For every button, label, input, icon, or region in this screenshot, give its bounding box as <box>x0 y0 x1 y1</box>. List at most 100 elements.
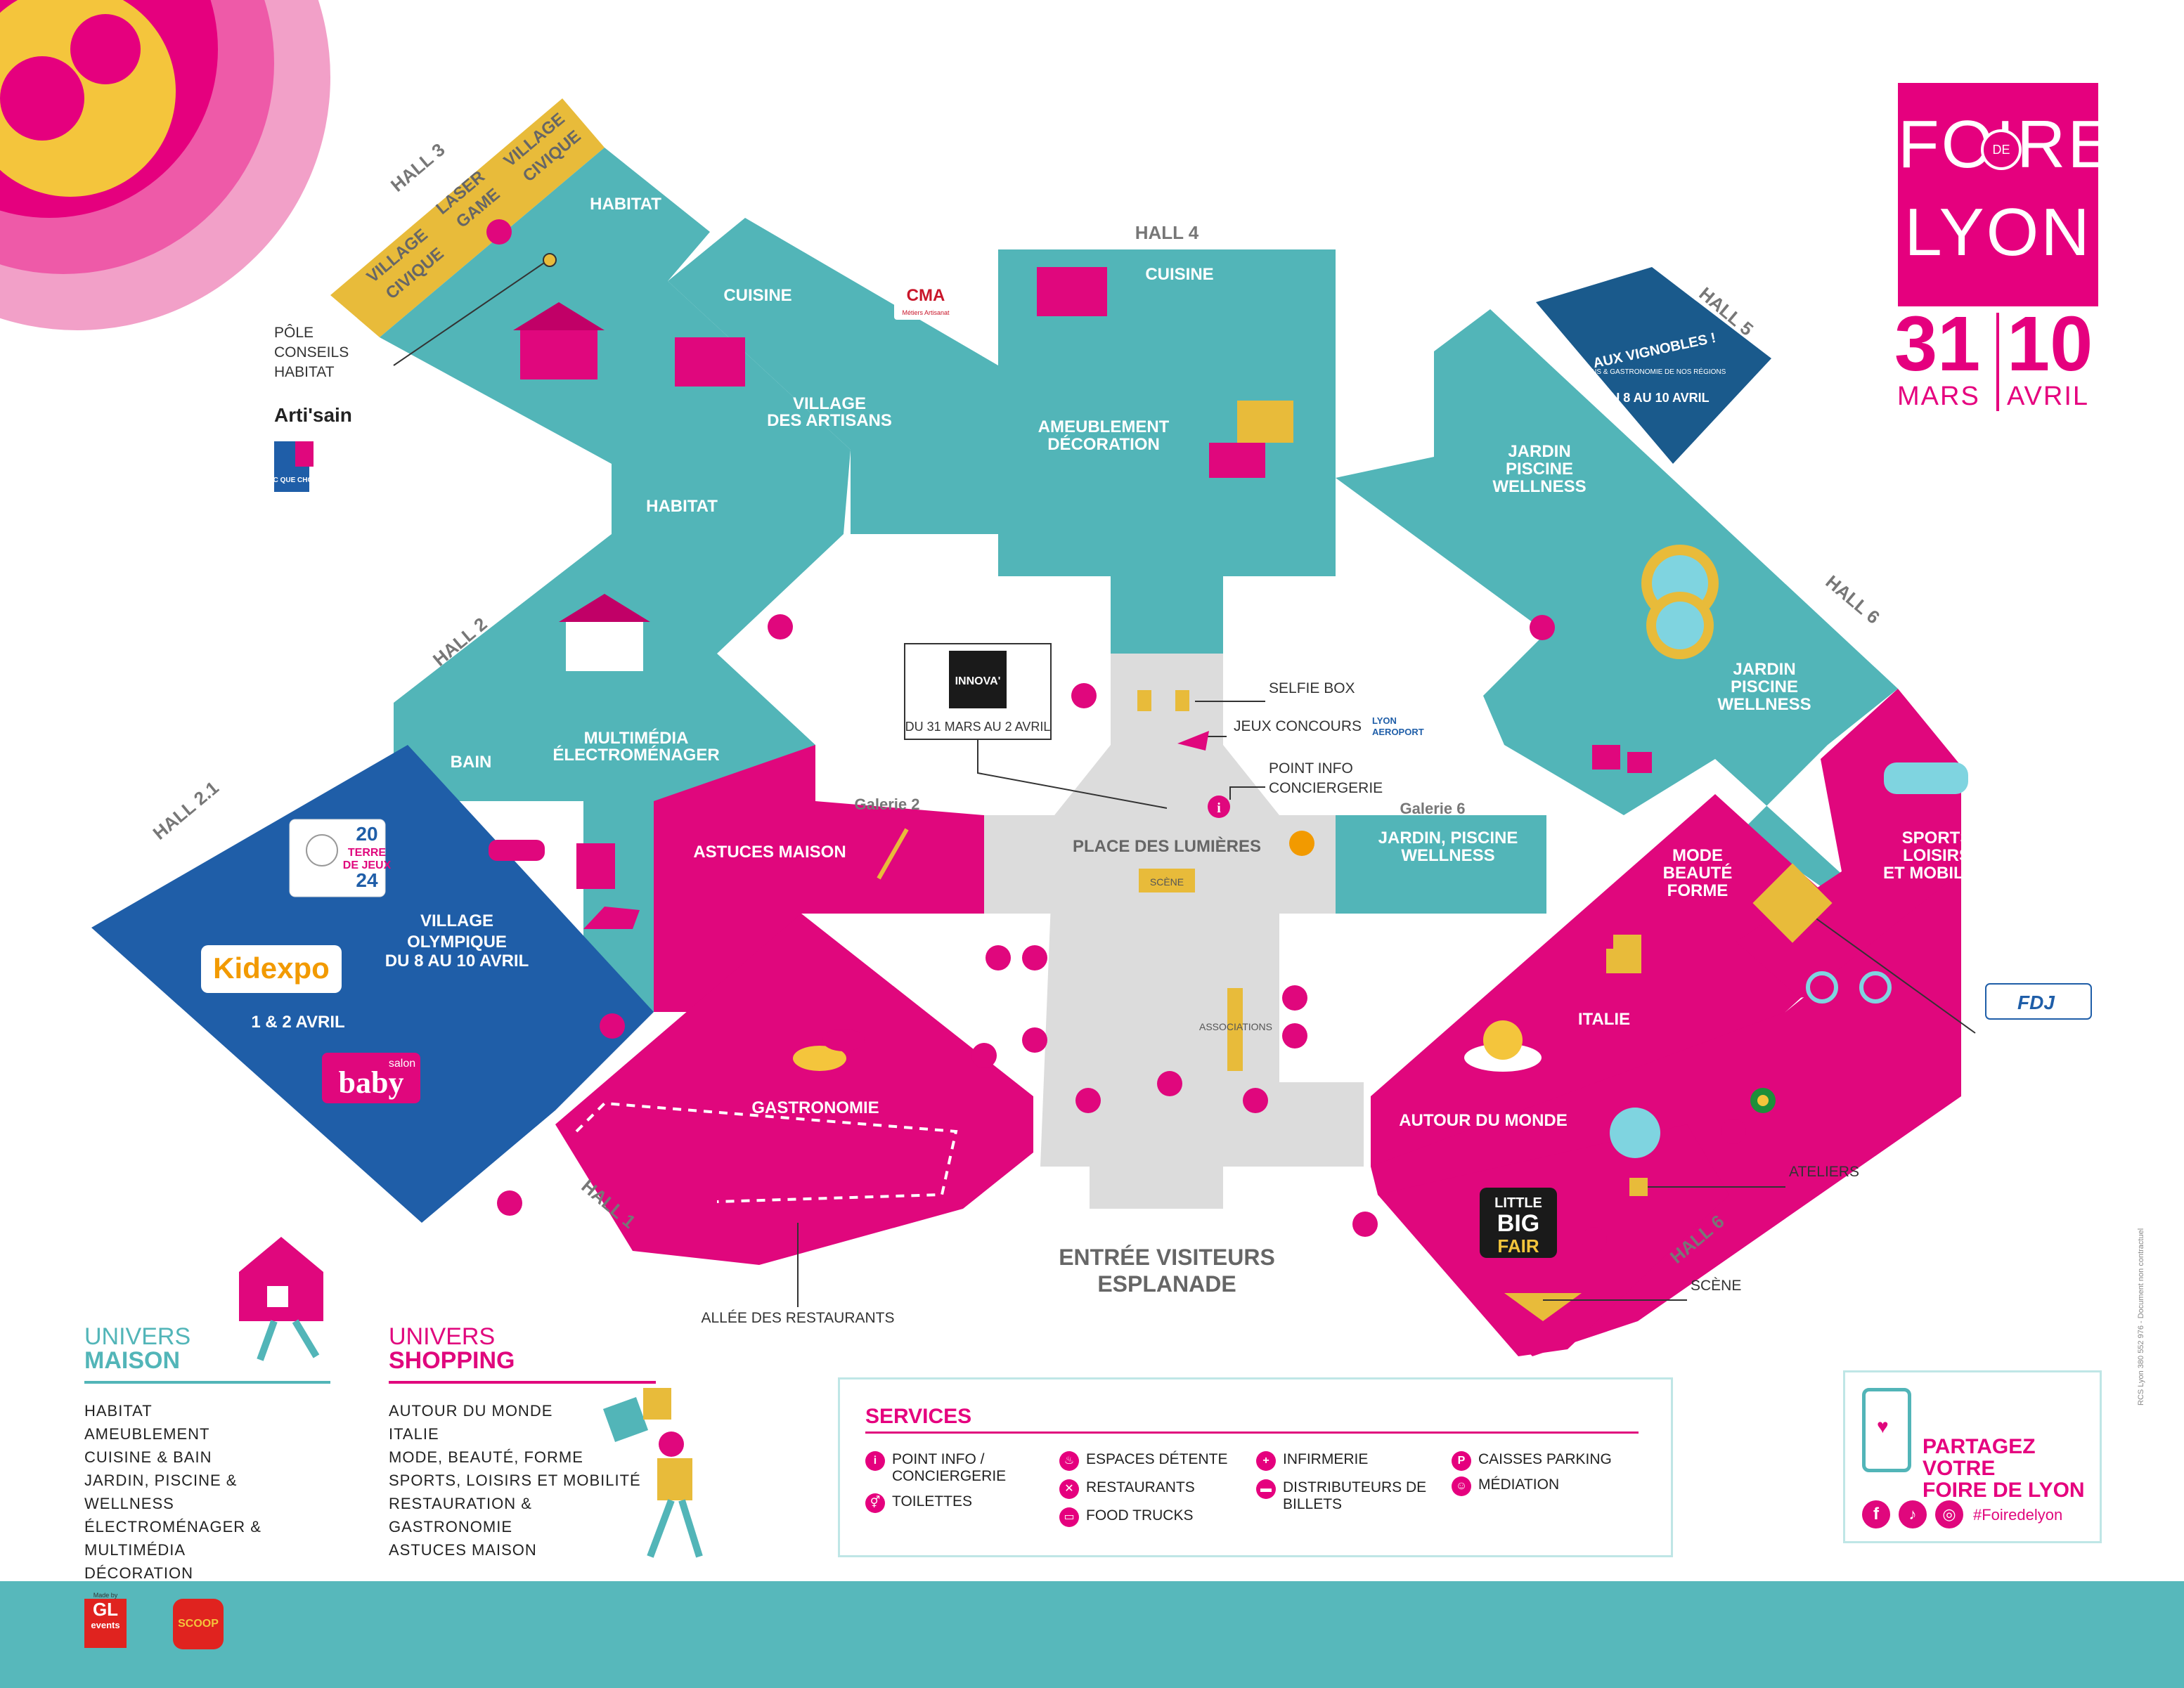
share-panel: ♥ PARTAGEZ VOTRE FOIRE DE LYON f ♪ ◎ #Fo… <box>1843 1370 2102 1543</box>
restaurant-icon: ✕ <box>1059 1479 1079 1499</box>
hall1-gastronomie-zone[interactable] <box>555 914 1033 1265</box>
coffee-machine-icon <box>576 843 615 889</box>
ateliers-label: ATELIERS <box>1789 1164 1859 1180</box>
date-day1: 31 <box>1894 301 1981 387</box>
service-mediation-label: MÉDIATION <box>1478 1476 1560 1493</box>
jardin2-label-a: JARDIN <box>1733 660 1795 679</box>
cuisine-label-2: CUISINE <box>1145 265 1213 284</box>
univers-shopping-item: AUTOUR DU MONDE <box>389 1402 553 1420</box>
little-big-fair-logo <box>1480 1188 1557 1258</box>
broom-icon <box>877 828 909 880</box>
instagram-icon[interactable]: ◎ <box>1935 1500 1963 1528</box>
brazil-flag-icon <box>1750 1088 1776 1113</box>
univers-shopping-item: GASTRONOMIE <box>389 1518 513 1536</box>
univers-shopping-title1: UNIVERS <box>389 1323 496 1350</box>
service-caisses-label: CAISSES PARKING <box>1478 1451 1612 1467</box>
selfie-label: SELFIE BOX <box>1269 680 1355 696</box>
service-point-info-2: CONCIERGERIE <box>892 1468 1007 1484</box>
terre-3: DE JEUX <box>343 859 392 871</box>
fdj-logo-text: FDJ <box>2017 992 2055 1013</box>
village-olympique-label-3: DU 8 AU 10 AVRIL <box>385 952 529 970</box>
service-infirmerie: + INFIRMERIE <box>1256 1451 1368 1471</box>
ameublement-label-2: DÉCORATION <box>1047 434 1160 454</box>
phone-icon: ♥ <box>1862 1388 1911 1472</box>
little-big-fair-3: FAIR <box>1497 1235 1539 1257</box>
hashtag-link[interactable]: #Foiredelyon <box>1973 1506 2063 1524</box>
scene-box <box>1139 869 1195 892</box>
hall3-village-civique-zone[interactable] <box>330 98 605 337</box>
brand-de: DE <box>1981 129 2022 170</box>
terre-de-jeux-logo <box>289 819 386 897</box>
pole-conseils-line <box>393 259 549 366</box>
univers-shopping-title2: SHOPPING <box>389 1347 515 1374</box>
allee-label: ALLÉE DES RESTAURANTS <box>701 1310 894 1326</box>
iron-icon <box>583 907 640 929</box>
hall5-vignobles-zone[interactable] <box>1536 267 1771 464</box>
place-lumieres-label: PLACE DES LUMIÈRES <box>1073 836 1261 856</box>
galerie2-astuces-zone[interactable] <box>654 745 984 1012</box>
car-icon <box>1884 762 1968 794</box>
ufc-logo-part <box>295 441 314 467</box>
salon-baby-logo <box>322 1053 420 1103</box>
toilets-markers <box>486 219 1746 1252</box>
service-espaces: ♨ ESPACES DÉTENTE <box>1059 1451 1228 1471</box>
univers-shopping: UNIVERS SHOPPING AUTOUR DU MONDE ITALIE MO… <box>389 1325 656 1562</box>
fdj-logo <box>1985 983 2092 1020</box>
scene6-label: SCÈNE <box>1691 1278 1741 1294</box>
sports-label-1: SPORTS <box>1902 829 1972 848</box>
mode-label-2: BEAUTÉ <box>1663 863 1733 883</box>
univers-maison-item: JARDIN, PISCINE & WELLNESS <box>84 1472 238 1512</box>
tiktok-icon[interactable]: ♪ <box>1899 1500 1927 1528</box>
date-separator <box>1996 313 1999 411</box>
hall6-mode-zone[interactable] <box>1371 794 1870 1167</box>
univers-maison-item: AMEUBLEMENT <box>84 1425 210 1443</box>
point-info-marker[interactable] <box>1208 796 1230 818</box>
univers-maison-title1: UNIVERS <box>84 1323 191 1350</box>
associations-label: ASSOCIATIONS <box>1199 1021 1272 1032</box>
services-panel: SERVICES i POINT INFO /CONCIERGERIE ⚥ TO… <box>838 1377 1673 1557</box>
service-distrib-2: BILLETS <box>1283 1496 1343 1512</box>
innova-line <box>977 739 1168 809</box>
astuces-label: ASTUCES MAISON <box>693 843 846 862</box>
hall3-label: HALL 3 <box>387 139 449 196</box>
share-text: PARTAGEZ VOTRE FOIRE DE LYON <box>1923 1436 2085 1501</box>
hall2-zone[interactable] <box>394 534 844 1012</box>
pole-label-1: PÔLE <box>274 325 314 341</box>
univers-shopping-item: ITALIE <box>389 1425 439 1443</box>
cuisine-label-1: CUISINE <box>723 286 791 305</box>
services-title: SERVICES <box>865 1405 972 1428</box>
habitat-label-1: HABITAT <box>590 195 661 214</box>
bath-icon <box>489 840 545 861</box>
univers-maison-item: CUISINE & BAIN <box>84 1448 212 1466</box>
univers-shopping-item: MODE, BEAUTÉ, FORME <box>389 1448 583 1466</box>
univers-shopping-item: ASTUCES MAISON <box>389 1541 537 1559</box>
facebook-icon[interactable]: f <box>1862 1500 1890 1528</box>
place-des-lumieres[interactable] <box>984 815 1336 1082</box>
shopping-bag-icon <box>1585 914 1641 973</box>
parking-icon: P <box>1452 1451 1471 1471</box>
service-food-label: FOOD TRUCKS <box>1086 1507 1194 1524</box>
foire-de-lyon-logo: FOIRE DE LYON <box>1898 83 2112 306</box>
toilets-icon: ⚥ <box>865 1493 885 1513</box>
hall6-jardin-zone[interactable] <box>1336 309 1898 921</box>
entree-label-1: ENTRÉE VISITEURS <box>1059 1245 1275 1270</box>
gl-events-logo: Made by GL events <box>84 1592 127 1648</box>
service-infirmerie-label: INFIRMERIE <box>1283 1451 1369 1467</box>
galerie6-jardin-zone[interactable] <box>1336 815 1546 914</box>
scoop-marker <box>1289 831 1314 856</box>
cma-logo-text: CMA <box>907 286 945 305</box>
info-icon: i <box>865 1451 885 1471</box>
terre-2: TERRE <box>348 847 387 859</box>
mediation-icon: ☺ <box>1452 1476 1471 1496</box>
hall4-zone[interactable] <box>998 249 1336 654</box>
service-toilettes: ⚥ TOILETTES <box>865 1493 972 1513</box>
shopper-illustration <box>602 1388 703 1558</box>
hall3-cuisine-zone[interactable] <box>668 218 998 534</box>
date-month1: MARS <box>1897 382 1980 411</box>
footer-bar <box>0 1581 2184 1688</box>
jardin1-label-b: PISCINE <box>1506 460 1573 479</box>
service-caisses: P CAISSES PARKING <box>1452 1451 1612 1471</box>
hall21-zone[interactable] <box>91 745 654 1223</box>
innova-dates: DU 31 MARS AU 2 AVRIL <box>905 720 1051 734</box>
